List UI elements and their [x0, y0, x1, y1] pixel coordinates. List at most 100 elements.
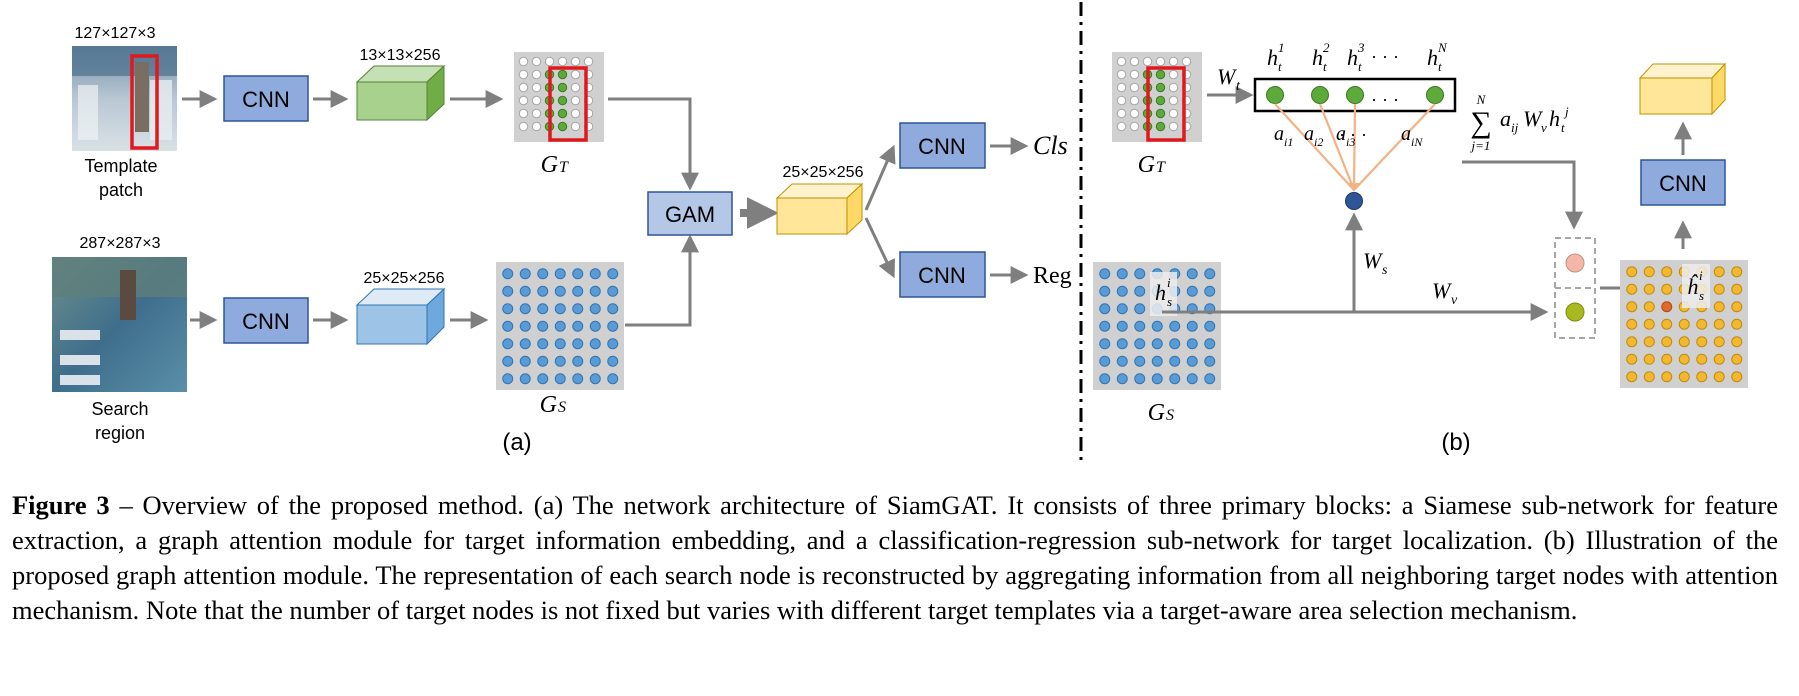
svg-text:CNN: CNN — [918, 134, 966, 159]
target-node — [1426, 86, 1444, 104]
search-feat-size: 25×25×256 — [364, 270, 445, 287]
svg-text:N: N — [1476, 92, 1487, 107]
graph-node — [1169, 338, 1181, 350]
graph-node — [502, 303, 514, 315]
graph-node — [1186, 355, 1198, 367]
gs-node-grid-b — [1093, 262, 1221, 390]
graph-node — [1155, 108, 1166, 119]
graph-node — [502, 268, 514, 280]
graph-node — [570, 121, 581, 132]
graph-node — [557, 56, 568, 67]
graph-node — [1155, 121, 1166, 132]
graph-node — [537, 303, 549, 315]
graph-node — [1643, 266, 1655, 278]
svg-text:CNN: CNN — [1659, 171, 1707, 196]
hs-label: h — [1155, 280, 1166, 305]
graph-node — [1696, 353, 1708, 365]
graph-node — [1169, 373, 1181, 385]
graph-node — [518, 82, 529, 93]
svg-text:CNN: CNN — [242, 309, 290, 334]
graph-node — [1731, 371, 1743, 383]
graph-node — [1181, 56, 1192, 67]
graph-node — [1116, 95, 1127, 106]
target-node-label-sub: t — [1358, 59, 1362, 74]
template-patch-image — [72, 46, 177, 151]
attention-weight-label: a — [1336, 123, 1346, 145]
graph-node — [1643, 301, 1655, 313]
graph-node — [1626, 336, 1638, 348]
graph-node — [518, 121, 529, 132]
svg-text:CNN: CNN — [242, 87, 290, 112]
graph-node — [1661, 283, 1673, 295]
graph-node — [1134, 338, 1146, 350]
graph-node — [589, 338, 601, 350]
wv-sub: v — [1451, 293, 1458, 308]
graph-node — [1168, 121, 1179, 132]
graph-node — [1186, 285, 1198, 297]
graph-node — [502, 285, 514, 297]
ws-label: W — [1363, 248, 1383, 273]
graph-node — [607, 320, 619, 332]
gs-label-b: G — [1148, 400, 1165, 426]
graph-node — [1186, 373, 1198, 385]
svg-text:t: t — [1561, 120, 1565, 135]
graph-node — [1168, 95, 1179, 106]
graph-node — [1643, 371, 1655, 383]
graph-node — [1731, 353, 1743, 365]
graph-node — [583, 56, 594, 67]
target-node-label-sup: N — [1437, 40, 1448, 55]
graph-node — [518, 56, 529, 67]
svg-text:W: W — [1523, 106, 1543, 131]
graph-node — [544, 56, 555, 67]
graph-node — [1626, 371, 1638, 383]
graph-node — [531, 82, 542, 93]
graph-node — [1713, 371, 1725, 383]
graph-node — [537, 355, 549, 367]
graph-node — [1731, 318, 1743, 330]
graph-node — [1643, 283, 1655, 295]
graph-node — [589, 355, 601, 367]
graph-node — [519, 303, 531, 315]
graph-node — [531, 108, 542, 119]
hs-sup: i — [1167, 275, 1171, 290]
search-region-image — [52, 257, 187, 392]
graph-node — [1731, 283, 1743, 295]
search-label-line1: Search — [91, 399, 148, 419]
graph-node — [1168, 82, 1179, 93]
aggregated-target-node — [1565, 253, 1585, 273]
final-feature-cube — [1638, 62, 1727, 116]
transformed-search-node — [1565, 302, 1585, 322]
graph-node — [1155, 82, 1166, 93]
graph-node — [607, 268, 619, 280]
graph-node — [1142, 56, 1153, 67]
attention-edge — [1353, 103, 1436, 191]
graph-node — [1204, 268, 1216, 280]
attention-weight-sub: i1 — [1284, 135, 1293, 149]
gam-box: GAM — [647, 191, 733, 236]
graph-node — [1155, 69, 1166, 80]
target-node-label-sub: t — [1278, 59, 1282, 74]
graph-node — [554, 268, 566, 280]
graph-node — [519, 338, 531, 350]
output-node-grid — [1620, 260, 1748, 388]
graph-node — [557, 69, 568, 80]
graph-node — [1204, 355, 1216, 367]
graph-node — [1151, 373, 1163, 385]
graph-node — [1661, 318, 1673, 330]
gs-sub-b: S — [1166, 407, 1174, 424]
graph-node — [1661, 353, 1673, 365]
cnn-box-reg: CNN — [899, 251, 986, 298]
graph-node — [557, 95, 568, 106]
graph-node — [1168, 108, 1179, 119]
graph-node — [1151, 338, 1163, 350]
graph-node — [1134, 355, 1146, 367]
svg-text:v: v — [1541, 120, 1547, 135]
attention-edge — [1318, 103, 1356, 191]
graph-node — [1134, 320, 1146, 332]
graph-node — [589, 303, 601, 315]
graph-node — [557, 108, 568, 119]
aggregated-node — [1345, 192, 1363, 210]
graph-node — [1099, 338, 1111, 350]
graph-node — [1626, 353, 1638, 365]
graph-node — [570, 108, 581, 119]
